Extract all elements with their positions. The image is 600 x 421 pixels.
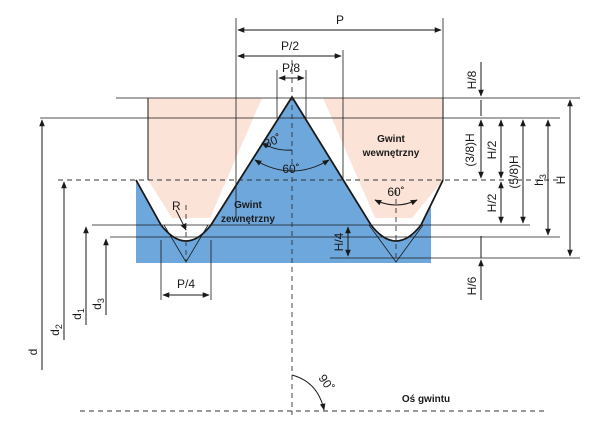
half-pitch-label: P/2 [281,39,299,53]
h-eighth-label: H/8 [465,70,479,89]
h-full-label: H [554,176,568,185]
d1-label: d1 [70,308,86,320]
h-sixth-label: H/6 [465,276,479,295]
radius-label: R [172,199,181,213]
h-three-eighths-label: (3/8)H [463,133,477,166]
right-angle-label: 90˚ [316,372,337,394]
d2-label: d2 [48,324,64,336]
h3-label: h3 [532,174,548,186]
pitch-dimensions [160,18,444,300]
internal-thread-outline [147,98,444,180]
h-half-upper-label: H/2 [485,140,499,159]
d-label: d [26,349,40,356]
internal-thread-label-line2: wewnętrzny [362,148,420,159]
thread-angle-root-label: 60˚ [387,185,404,199]
h-five-eighths-label: (5/8)H [507,155,521,188]
pitch-label: P [336,13,344,27]
diameter-dimensions [39,119,109,370]
d3-label: d3 [90,298,106,310]
thread-angle-top-label: 60˚ [282,162,299,176]
angle-arcs [175,142,418,411]
reference-lines [40,97,580,412]
external-thread-label-line2: zewnętrzny [221,214,275,225]
h-quarter-label: H/4 [332,232,346,251]
quarter-pitch-label: P/4 [177,277,195,291]
internal-thread-label-line1: Gwint [377,134,405,145]
thread-axis-label: Oś gwintu [402,394,450,405]
h-half-lower-label: H/2 [485,193,499,212]
external-thread-label-line1: Gwint [234,200,262,211]
internal-thread-region [148,98,443,218]
eighth-pitch-label: P/8 [282,61,300,75]
flank-angle-label: 30˚ [262,131,283,150]
height-dimensions [345,62,573,300]
